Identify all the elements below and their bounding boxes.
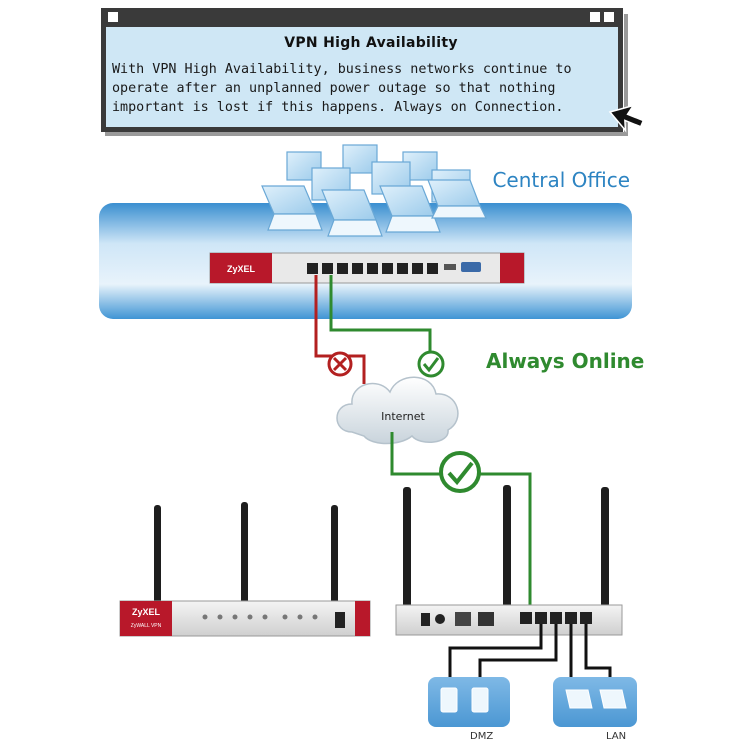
minimize-icon [590, 12, 600, 22]
cursor-arrow-icon [608, 104, 645, 133]
branch-firewall-model: ZyWALL VPN [131, 623, 162, 629]
callout-window [101, 8, 628, 136]
lan-label: LAN [606, 731, 627, 742]
office-computers-icon [261, 144, 487, 237]
check-circle-icon [417, 350, 445, 378]
central-office-label: Central Office [492, 168, 630, 192]
close-icon [604, 12, 614, 22]
branch-gateway [395, 485, 623, 636]
check-circle-icon-large [439, 451, 481, 493]
x-circle-icon [327, 351, 353, 377]
dmz-cable-2 [478, 624, 558, 680]
callout: VPN High Availability With VPN High Avai… [98, 8, 624, 132]
callout-line: operate after an unplanned power outage … [112, 81, 556, 96]
dmz-cable-1 [448, 624, 543, 680]
central-firewall-logo: ZyXEL [227, 264, 256, 274]
lan-cable-2 [584, 624, 612, 680]
callout-line: important is lost if this happens. Alway… [112, 100, 564, 115]
always-online-label: Always Online [486, 349, 645, 373]
callout-line: With VPN High Availability, business net… [112, 62, 572, 77]
window-menu-icon [108, 12, 118, 22]
lan-network [553, 677, 637, 727]
dmz-label: DMZ [470, 731, 494, 742]
central-firewall [209, 252, 525, 284]
dmz-network [428, 677, 510, 727]
internet-cloud-icon [336, 376, 459, 445]
laptop-icon [565, 689, 627, 709]
internet-label: Internet [381, 410, 425, 423]
branch-firewall-logo: ZyXEL [132, 607, 161, 617]
callout-body: With VPN High Availability, business net… [112, 60, 632, 117]
branch-firewall [119, 502, 371, 637]
server-icon [440, 687, 489, 713]
callout-title: VPN High Availability [284, 35, 458, 51]
